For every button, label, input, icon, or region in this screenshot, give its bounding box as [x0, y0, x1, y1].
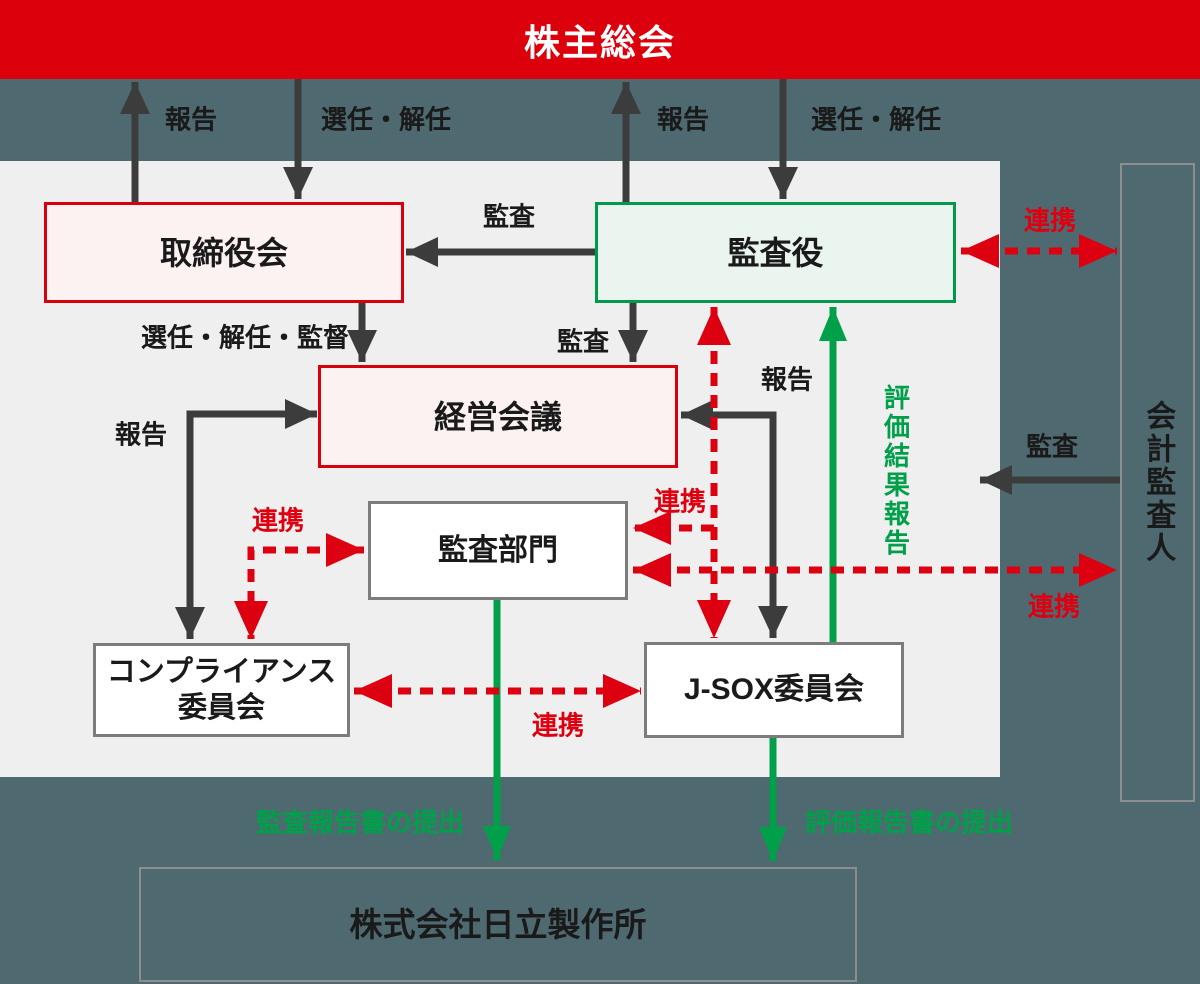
compliance-line2: 委員会	[177, 692, 265, 724]
arrow-coop-auditdept-compliance	[234, 533, 364, 639]
compliance-line1: コンプライアンス	[106, 655, 337, 688]
arrow-report-jsox-management	[681, 400, 788, 638]
label-coop-compliance-jsox: 連携	[531, 710, 585, 741]
node-company: 株式会社日立製作所	[139, 867, 857, 982]
label-report-compliance: 報告	[114, 419, 168, 450]
node-audit-dept: 監査部門	[368, 501, 628, 600]
node-management-council-label: 経営会議	[433, 398, 562, 435]
node-jsox-committee-label: J-SOX委員会	[683, 673, 865, 707]
label-coop-auditdept-accounting: 連携	[1027, 591, 1081, 622]
node-audit-board-label: 監査役	[727, 234, 824, 271]
label-coop-auditdept: 連携	[653, 486, 707, 517]
label-report-board: 報告	[164, 104, 218, 135]
label-evaluation-report-submission: 評価報告書の提出	[804, 807, 1014, 838]
label-audit-report-submission: 監査報告書の提出	[255, 807, 465, 838]
label-appoint-supervise: 選任・解任・監督	[140, 322, 350, 353]
node-shareholders: 株主総会	[0, 0, 1200, 79]
node-shareholders-label: 株主総会	[523, 21, 676, 63]
label-audit-board: 監査	[482, 201, 536, 232]
label-evaluation-result-report: 評価結果報告	[880, 384, 911, 558]
arrow-report-compliance-management	[175, 399, 317, 639]
node-audit-board: 監査役	[595, 202, 956, 303]
label-report-auditboard: 報告	[656, 104, 710, 135]
node-company-label: 株式会社日立製作所	[349, 905, 647, 943]
node-audit-dept-label: 監査部門	[438, 533, 558, 567]
node-compliance-committee: コンプライアンス 委員会	[93, 643, 350, 737]
node-board: 取締役会	[44, 202, 404, 303]
label-audit-accounting: 監査	[1025, 431, 1079, 462]
node-board-label: 取締役会	[159, 234, 288, 271]
node-compliance-committee-label: コンプライアンス 委員会	[107, 654, 336, 727]
label-audit-management: 監査	[556, 326, 610, 357]
label-appoint-board: 選任・解任	[320, 104, 452, 135]
label-coop-compliance-elbow: 連携	[251, 505, 305, 536]
node-jsox-committee: J-SOX委員会	[644, 642, 904, 738]
node-accounting-auditor: 会計監査人	[1120, 163, 1195, 802]
label-appoint-auditboard: 選任・解任	[810, 104, 942, 135]
label-report-jsox: 報告	[760, 364, 814, 395]
node-accounting-auditor-label: 会計監査人	[1141, 400, 1175, 565]
node-management-council: 経営会議	[318, 365, 678, 468]
label-coop-auditboard-accounting: 連携	[1023, 205, 1077, 236]
